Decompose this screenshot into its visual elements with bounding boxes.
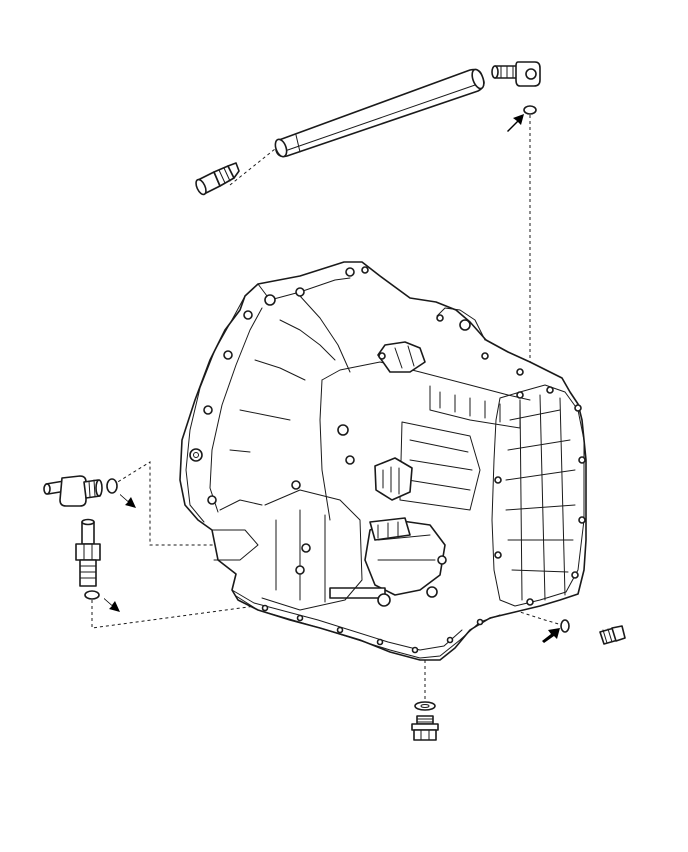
o-ring-left-upper — [106, 478, 118, 494]
leader-lines — [91, 115, 563, 700]
plug-right — [599, 625, 626, 645]
gasket-drain — [414, 701, 436, 711]
breather-hose — [274, 68, 485, 158]
oil-cooler-union-straight — [75, 518, 101, 587]
drain-plug — [411, 715, 439, 741]
arrow-right — [542, 628, 560, 643]
leader-line-right — [497, 604, 563, 626]
arrow-left-lower — [104, 598, 120, 612]
o-ring-right — [560, 619, 570, 633]
o-ring-top — [523, 105, 537, 115]
leader-line-hose-plug — [229, 144, 281, 186]
transaxle-assembly — [179, 261, 587, 661]
arrow-left-upper — [120, 494, 136, 508]
elbow-union — [491, 61, 541, 87]
oil-cooler-union-elbow — [43, 475, 103, 507]
breather-plug-union — [195, 162, 240, 196]
arrow-top — [507, 114, 524, 132]
leader-line-left-upper — [107, 461, 260, 546]
o-ring-left-lower — [84, 590, 100, 600]
